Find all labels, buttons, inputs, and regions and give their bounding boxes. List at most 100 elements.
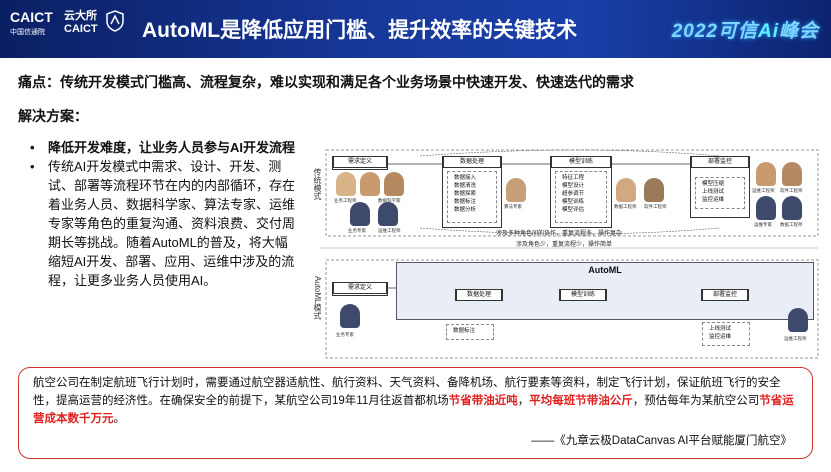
quote-source: ——《九章云极DataCanvas AI平台赋能厦门航空》 [531, 435, 792, 447]
cloud-logo-line1: 云大所 [64, 10, 97, 22]
summit-pre: 2022可信 [671, 21, 758, 42]
auto-data-box: 数据处理 [455, 289, 503, 301]
shield-icon [106, 10, 124, 32]
trad-req-box: 需求定义 [332, 156, 388, 170]
role-data-sci: 数据科学家 [378, 198, 401, 203]
caict-logo-text: CAICT [10, 9, 53, 25]
person-avatar-14 [788, 308, 808, 332]
automl-title: AutoML [588, 265, 622, 275]
quote-text-b: ， [517, 395, 530, 407]
data-item-5: 数据分析 [454, 207, 477, 213]
data-item-4: 数据标注 [454, 199, 477, 205]
trad-model-box: 模型训练 特征工程 模型设计 超参调节 模型训练 模型评估 [550, 156, 612, 228]
person-avatar-11 [756, 196, 776, 220]
person-avatar-4 [350, 202, 370, 226]
role-data-eng: 数据工程师 [614, 204, 637, 209]
person-avatar-1 [336, 172, 356, 196]
deploy-item-1: 模型压缩 [702, 181, 725, 187]
bullet-item-1: 降低开发难度，让业务人员参与AI开发流程 [26, 138, 296, 157]
summit-ai: Ai [757, 21, 779, 42]
person-avatar-12 [782, 196, 802, 220]
trad-deploy-items: 模型压缩 上线测试 监控运维 [695, 177, 745, 209]
trad-data-title: 数据处理 [443, 156, 501, 168]
role-biz-owner: 业务工程师 [334, 198, 357, 203]
model-item-3: 超参调节 [562, 191, 585, 197]
person-avatar-8 [644, 178, 664, 202]
quote-red-b: 平均每班节带油 [529, 395, 610, 407]
auto-deploy-box: 部署监控 [701, 289, 749, 301]
note-automl: 涉及角色少，重复流程少，操作简单 [516, 242, 613, 248]
role-data-eng-2: 数据工程师 [780, 222, 803, 227]
caict-logo-sub: 中国信通院 [10, 29, 45, 36]
person-avatar-2 [360, 172, 380, 196]
auto-data-items: 数据标注 [446, 324, 494, 340]
caict-logo: CAICT 中国信通院 [10, 10, 53, 40]
solution-title: 解决方案： [18, 108, 88, 124]
person-avatar-10 [782, 162, 802, 186]
model-item-2: 模型设计 [562, 183, 585, 189]
bullet-item-2: 传统AI开发模式中需求、设计、开发、测试、部署等流程环节在内的内部循环，存在着业… [26, 157, 296, 290]
auto-deploy-items: 上线测试 监控运维 [702, 322, 750, 346]
person-avatar-3 [384, 172, 404, 196]
trad-data-items: 数据接入 数据清洗 数据探索 数据标注 数据分析 [447, 171, 497, 223]
person-avatar-7 [616, 178, 636, 202]
cloud-institute-logo: 云大所 CAICT [64, 10, 98, 36]
role-sw-eng-2: 软件工程师 [780, 188, 803, 193]
automl-platform-box: AutoML 数据处理 模型训练 部署监控 [396, 262, 814, 320]
role-ops-eng-2: 运维工程师 [752, 188, 775, 193]
header-banner: CAICT 中国信通院 云大所 CAICT AutoML是降低应用门槛、提升效率… [0, 0, 831, 58]
role-ops-expert: 运维专家 [754, 222, 772, 227]
data-item-2: 数据清洗 [454, 183, 477, 189]
quote-red-b2: 公斤 [609, 395, 633, 407]
person-avatar-6 [506, 178, 526, 202]
quote-red-a: 节省带油近 [448, 395, 507, 407]
quote-red-c: 节省运营成本数千万元 [33, 395, 794, 425]
auto-data-title: 数据处理 [456, 289, 502, 301]
process-diagram: 传统模式 AutoML模式 需求定义 数据处理 数据接入 数据清洗 数据探索 数… [310, 148, 820, 360]
data-item-1: 数据接入 [454, 175, 477, 181]
page-title: AutoML是降低应用门槛、提升效率的关键技术 [142, 19, 578, 42]
auto-req-title: 需求定义 [333, 282, 387, 294]
case-quote-box: 航空公司在制定航班飞行计划时，需要通过航空器适航性、航行资料、天气资料、备降机场… [18, 367, 813, 459]
summit-logo: 2022可信Ai峰会 [672, 16, 819, 43]
auto-model-title: 模型训练 [560, 289, 606, 301]
deploy-item-2: 上线测试 [702, 189, 725, 195]
lane-traditional-label: 传统模式 [313, 168, 322, 200]
model-item-4: 模型训练 [562, 199, 585, 205]
trad-model-items: 特征工程 模型设计 超参调节 模型训练 模型评估 [555, 171, 607, 223]
trad-model-title: 模型训练 [551, 156, 611, 168]
solution-bullets: 降低开发难度，让业务人员参与AI开发流程 传统AI开发模式中需求、设计、开发、测… [26, 138, 296, 290]
role-biz-expert: 业务专家 [348, 228, 366, 233]
person-avatar-9 [756, 162, 776, 186]
quote-text-c: ，预估每年为某航空公司 [632, 395, 760, 407]
role-sw-eng: 软件工程师 [644, 204, 667, 209]
role-ops-eng: 运维工程师 [378, 228, 401, 233]
lane-automl-label: AutoML模式 [313, 276, 322, 320]
model-item-5: 模型评估 [562, 207, 585, 213]
diagram-connectors [320, 149, 819, 359]
quote-text-a: 航空公司在制定航班飞行计划时，需要通过航空器适航性、航行资料、天气资料、备降机场… [33, 377, 781, 407]
trad-data-box: 数据处理 数据接入 数据清洗 数据探索 数据标注 数据分析 [442, 156, 502, 228]
summit-post: 峰会 [778, 21, 819, 42]
deploy-item-3: 监控运维 [702, 197, 725, 203]
role-algo: 算法专家 [504, 204, 522, 209]
auto-deploy-title: 部署监控 [702, 289, 748, 301]
pain-point: 痛点：传统开发模式门槛高、流程复杂，难以实现和满足各个业务场景中快速开发、快速迭… [18, 74, 634, 90]
person-avatar-13 [340, 304, 360, 328]
trad-deploy-title: 部署监控 [691, 156, 749, 168]
trad-deploy-box: 部署监控 模型压缩 上线测试 监控运维 [690, 156, 750, 218]
quote-red-a2: 吨 [506, 395, 518, 407]
auto-model-box: 模型训练 [559, 289, 607, 301]
trad-req-title: 需求定义 [333, 156, 387, 168]
quote-text-d: 。 [113, 413, 126, 425]
role-ops-eng-3: 运维工程师 [784, 336, 807, 341]
role-biz-expert-2: 业务专家 [336, 332, 354, 337]
auto-deploy-item-1: 上线测试 [709, 326, 732, 332]
auto-deploy-item-2: 监控运维 [709, 334, 732, 340]
data-item-3: 数据探索 [454, 191, 477, 197]
cloud-logo-line2: CAICT [64, 23, 98, 35]
note-traditional: 涉及多种角色间的协作，重复流程多，操作复杂 [496, 231, 623, 237]
model-item-1: 特征工程 [562, 175, 585, 181]
person-avatar-5 [378, 202, 398, 226]
auto-req-box: 需求定义 [332, 282, 388, 296]
